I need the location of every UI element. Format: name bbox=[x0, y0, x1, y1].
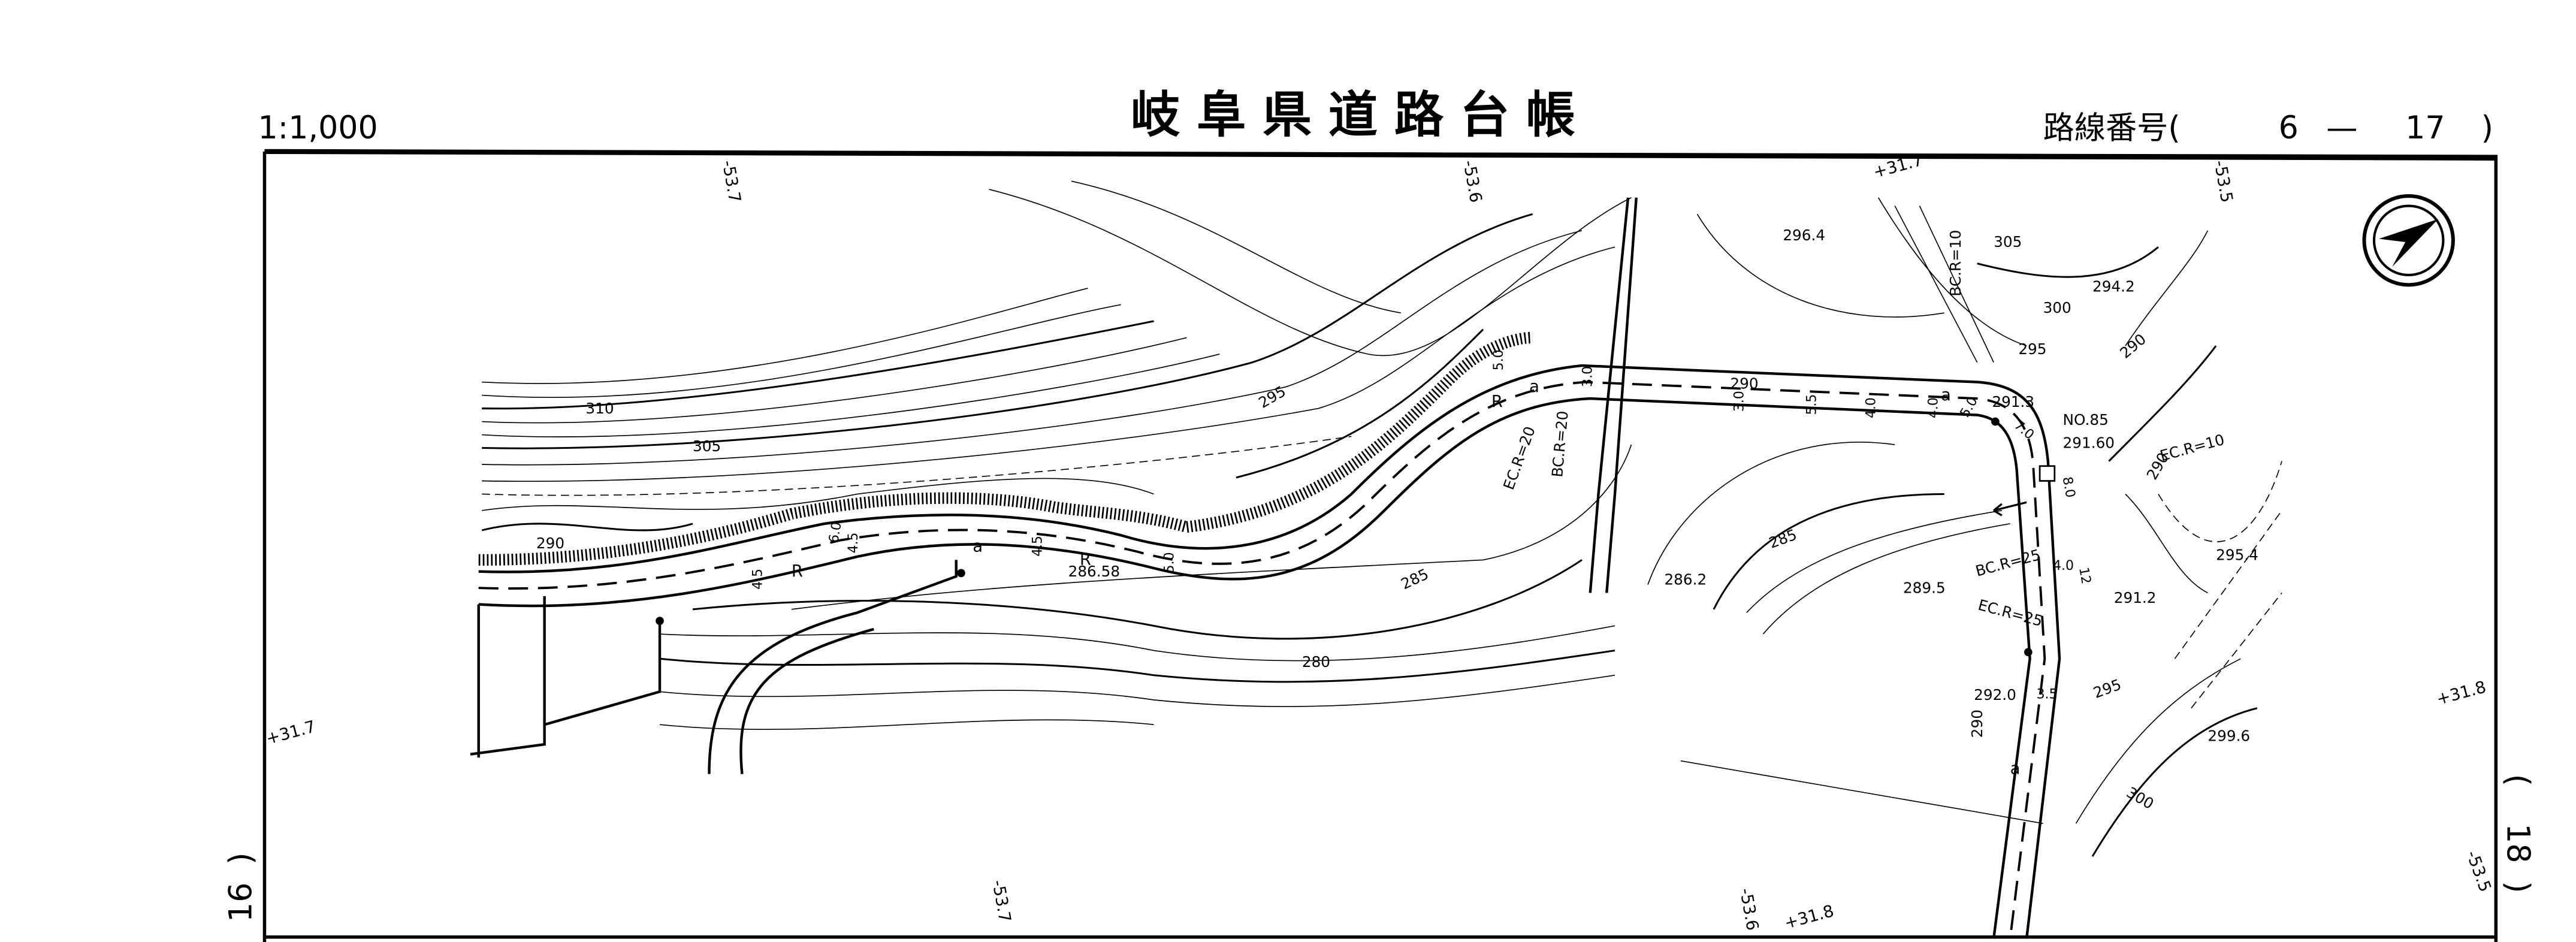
width-label: 5.0 bbox=[1491, 349, 1506, 370]
curve-label: EC.R=20 bbox=[1500, 424, 1539, 492]
spot-height: 299.6 bbox=[2207, 727, 2250, 745]
adjacent-sheet-right-number: 18 bbox=[2500, 823, 2536, 863]
contour-labels: 310 305 295 290 285 280 296.4 290 305 30… bbox=[536, 227, 2172, 813]
surface-mark: a bbox=[2010, 759, 2021, 778]
width-label: 5.0 bbox=[1162, 552, 1177, 573]
route-number-label: 路線番号( bbox=[2043, 110, 2181, 146]
contour-label: 294.2 bbox=[2092, 277, 2135, 295]
contour-label: 295 bbox=[2091, 676, 2124, 702]
surface-mark: a bbox=[1941, 385, 1951, 404]
contour-lines bbox=[481, 180, 2282, 857]
grid-tick: +31.7 bbox=[264, 717, 318, 748]
contour-label: 280 bbox=[1302, 653, 1330, 671]
surface-mark: R bbox=[1080, 550, 1091, 569]
map-title: 岐阜県道路台帳 bbox=[1131, 86, 1591, 144]
spot-height: 286.2 bbox=[1664, 571, 1707, 588]
spot-height: 292.0 bbox=[1974, 686, 2016, 704]
contour-label: 290 bbox=[1968, 709, 1986, 738]
station-number: NO.85 bbox=[2063, 411, 2109, 428]
map-scale: 1:1,000 bbox=[258, 110, 378, 146]
width-label: 3.0 bbox=[1732, 391, 1747, 412]
spot-height: 291.60 bbox=[2063, 434, 2115, 452]
curve-label: BC.R=20 bbox=[1548, 410, 1572, 478]
svg-text:): ) bbox=[2500, 881, 2536, 893]
spot-height: 291.3 bbox=[1992, 393, 2034, 410]
width-label: 12 bbox=[2076, 566, 2093, 585]
route-number-a: 6 bbox=[2279, 110, 2299, 146]
svg-text:(: ( bbox=[2500, 774, 2536, 786]
surface-mark: R bbox=[792, 561, 803, 581]
contour-label: 305 bbox=[1994, 233, 2022, 250]
width-label: 4.5 bbox=[750, 569, 765, 590]
contour-label: 296.4 bbox=[1783, 227, 1825, 244]
width-label: 4.5 bbox=[846, 532, 861, 553]
grid-tick: -53.5 bbox=[2210, 159, 2236, 204]
contour-label: 285 bbox=[1399, 565, 1432, 593]
route-number-close: ) bbox=[2481, 110, 2493, 146]
road bbox=[470, 197, 2061, 939]
width-label: 3.5 bbox=[2037, 687, 2058, 702]
contour-label: 290 bbox=[2116, 330, 2149, 362]
width-label: 7.0 bbox=[2011, 418, 2037, 443]
width-label: 6.0 bbox=[826, 521, 845, 544]
grid-tick: -53.6 bbox=[1736, 887, 1762, 932]
contour-label: 300 bbox=[2043, 299, 2071, 316]
contour-label: 310 bbox=[585, 400, 614, 417]
map-frame bbox=[262, 150, 2498, 942]
curve-label: EC.R=10 bbox=[2158, 431, 2226, 465]
adjacent-sheet-left-number: 16 bbox=[223, 883, 259, 922]
spot-height: 291.2 bbox=[2114, 589, 2157, 606]
svg-text:): ) bbox=[223, 852, 259, 864]
adjacent-sheet-left: ( 16 ) bbox=[223, 852, 259, 922]
width-label: 5.5 bbox=[1804, 394, 1819, 415]
grid-ticks: -53.7 -53.6 +31.7 -53.5 +31.8 +31.7 -53.… bbox=[264, 150, 2495, 933]
width-label: 8.0 bbox=[2059, 476, 2078, 499]
contour-label: 305 bbox=[693, 437, 721, 455]
route-number-b: 17 bbox=[2405, 110, 2445, 146]
surface-mark: a bbox=[973, 537, 983, 556]
width-label: 4.5 bbox=[1031, 536, 1046, 557]
spot-height: 286.58 bbox=[1068, 563, 1121, 580]
spot-heights: 286.58 286.2 291.3 291.60 289.5 291.2 29… bbox=[1068, 393, 2258, 745]
grid-tick: +31.8 bbox=[2435, 677, 2489, 709]
spot-height: 295.4 bbox=[2216, 546, 2258, 563]
width-label: 4.0 bbox=[2053, 558, 2074, 573]
north-arrow-icon bbox=[2362, 194, 2455, 287]
grid-tick: -53.7 bbox=[718, 159, 745, 204]
spot-height: 289.5 bbox=[1903, 579, 1946, 596]
contour-label: 290 bbox=[1730, 375, 1758, 393]
grid-tick: -53.7 bbox=[988, 878, 1014, 924]
contour-label: 290 bbox=[536, 535, 564, 552]
surface-marks: a R R a R a a bbox=[792, 377, 2021, 778]
surface-mark: R bbox=[1491, 392, 1503, 411]
width-label: 4.0 bbox=[1926, 397, 1941, 418]
adjacent-sheet-right: ( 18 ) bbox=[2500, 774, 2536, 893]
contour-label: 295 bbox=[2018, 340, 2046, 358]
contour-label: 300 bbox=[2124, 783, 2157, 813]
grid-tick: +31.8 bbox=[1782, 901, 1836, 933]
width-label: 3.0 bbox=[1581, 366, 1596, 387]
grid-tick: -53.5 bbox=[2462, 848, 2495, 895]
route-number-sep: — bbox=[2326, 110, 2357, 146]
grid-tick: -53.6 bbox=[1459, 159, 1485, 204]
route-number: 路線番号( 6 — 17 ) bbox=[2043, 110, 2493, 146]
map-frame-top bbox=[264, 149, 2496, 161]
contour-label: 285 bbox=[1766, 526, 1799, 551]
curve-label: EC.R=25 bbox=[1976, 596, 2045, 630]
width-label: 4.0 bbox=[1864, 397, 1879, 418]
curve-label: BC.R=25 bbox=[1974, 546, 2043, 580]
contour-label: 295 bbox=[1255, 382, 1288, 412]
curve-label: BC.R=10 bbox=[1947, 230, 1964, 297]
surface-mark: a bbox=[1529, 377, 1539, 396]
